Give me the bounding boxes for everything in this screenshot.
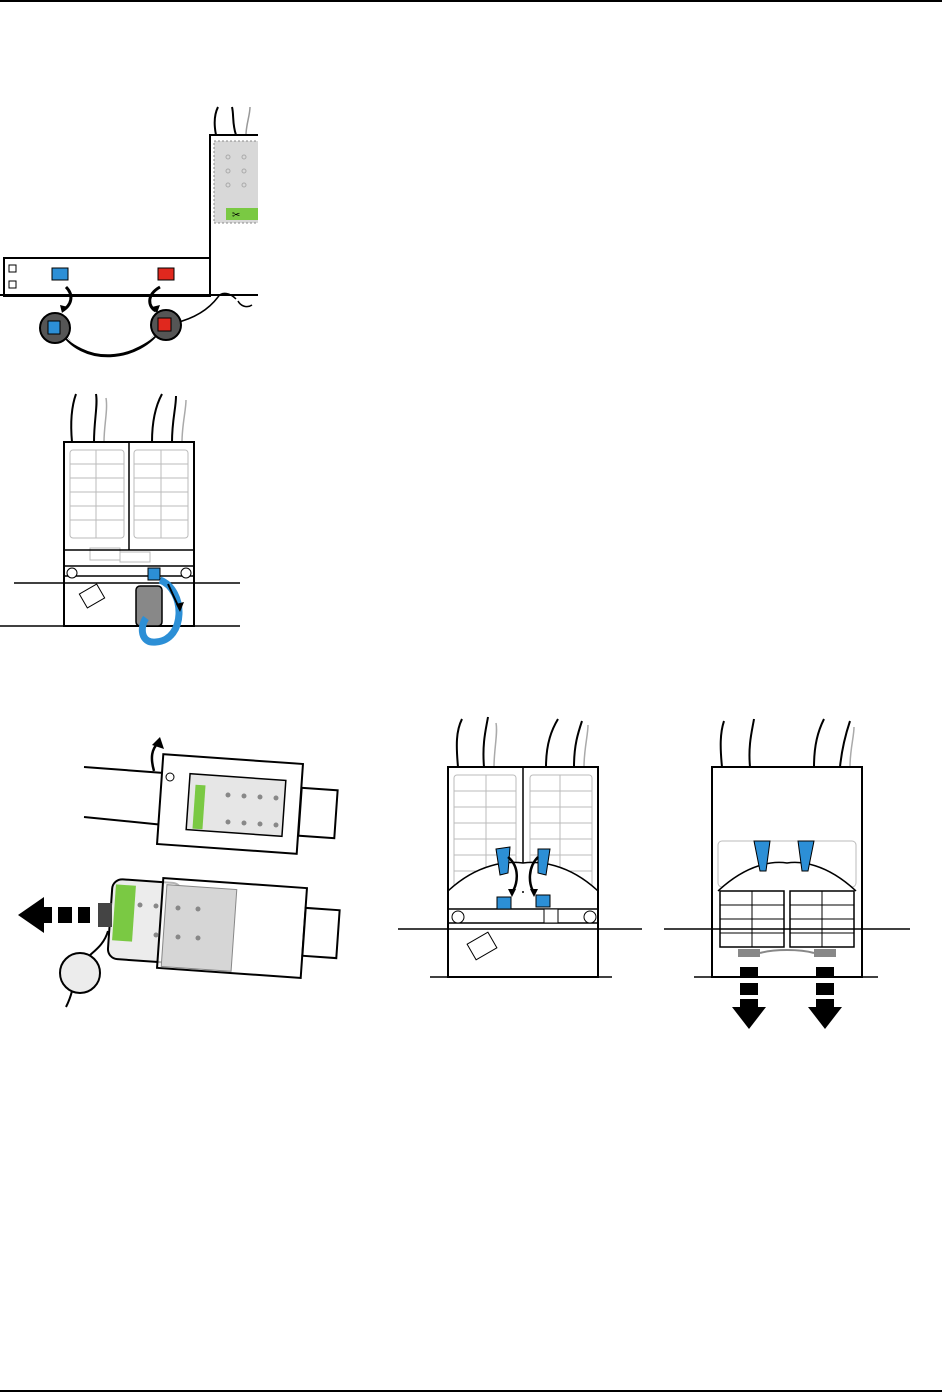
- top-rule: [0, 0, 942, 2]
- fig-bag-assembly-two-clips: [398, 713, 644, 993]
- dashed-arrow-left-icon: [18, 897, 90, 933]
- fig-tube-sleeve: [14, 735, 344, 1015]
- fig-bag-assembly-single-clip: [0, 390, 250, 652]
- fig-bag-assembly-release: [664, 713, 914, 1037]
- svg-text:✂: ✂: [232, 210, 240, 221]
- fig-connectors-panel: ✂: [0, 105, 258, 367]
- bottom-rule: [0, 1390, 942, 1392]
- scissors-icon: ✂: [232, 210, 240, 221]
